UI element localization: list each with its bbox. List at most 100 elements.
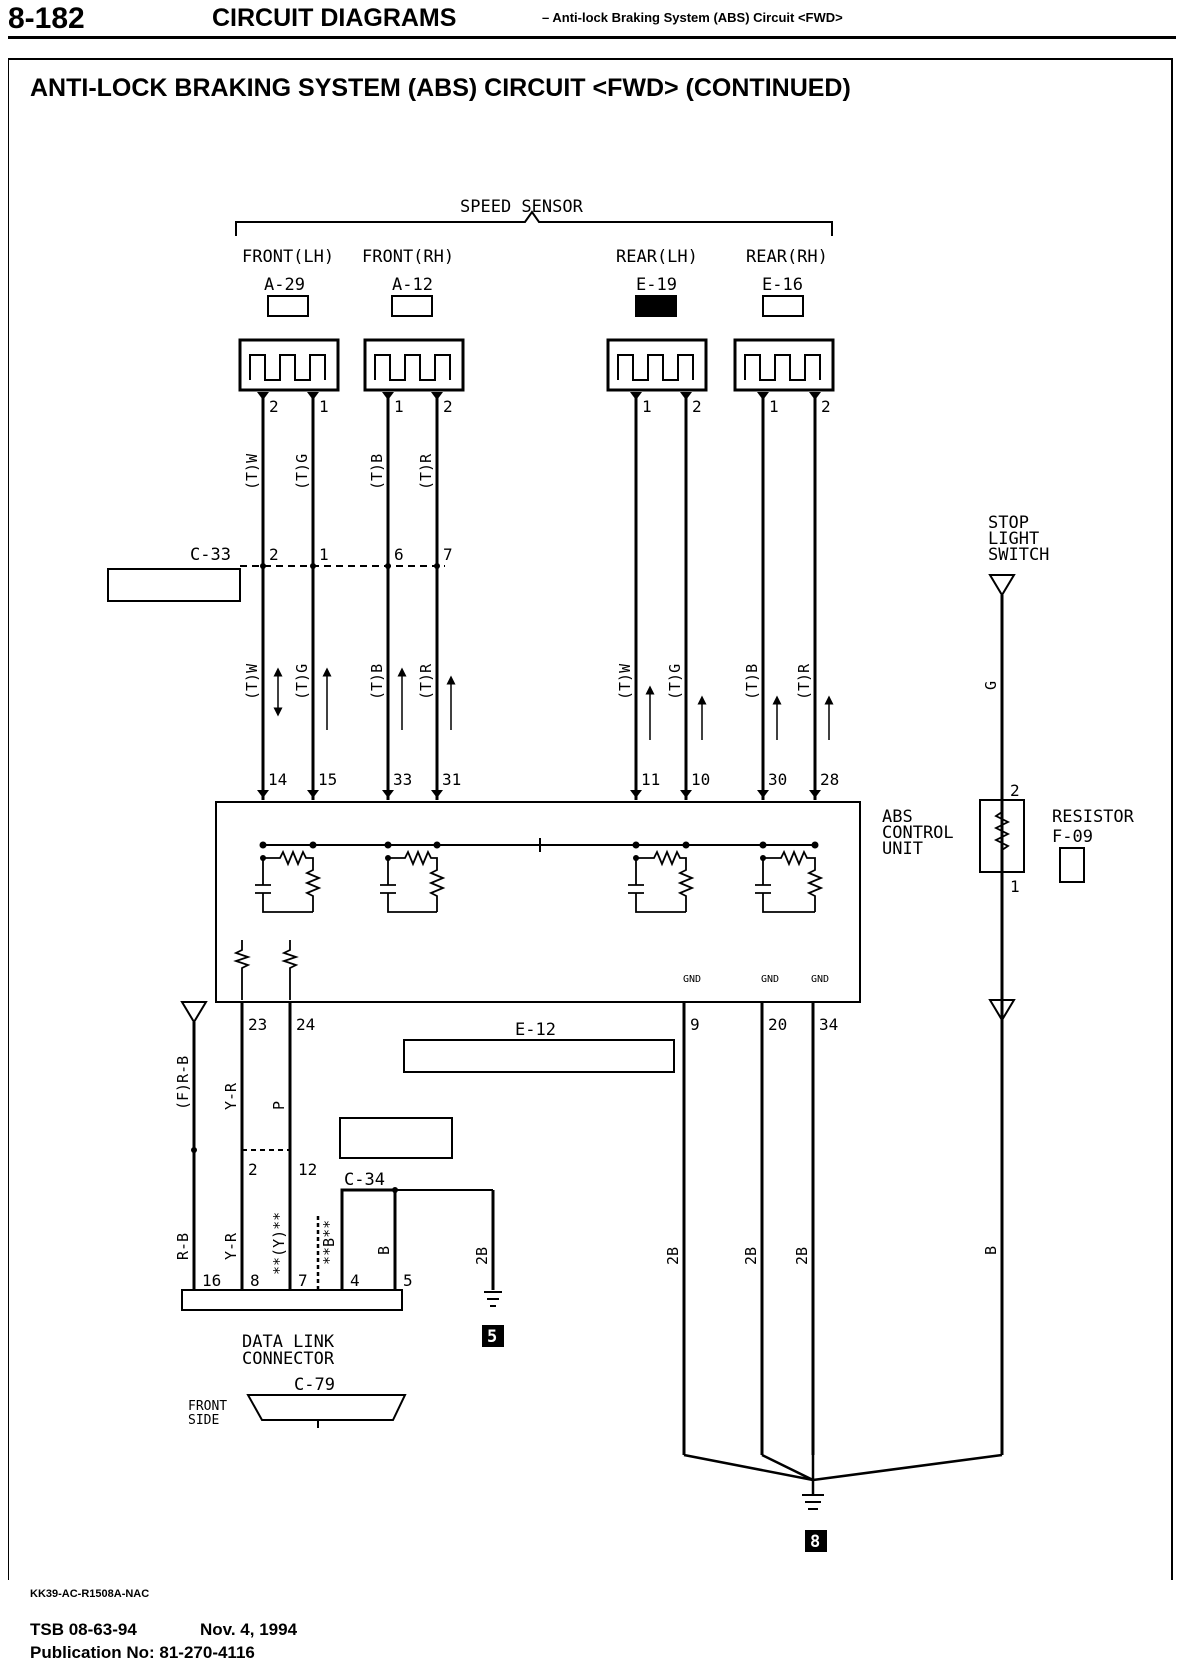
wire-color-label: Y-R — [222, 1232, 240, 1260]
wire-color-label: (T)G — [293, 664, 311, 700]
wire-color-label: (T)W — [243, 453, 261, 490]
wire-color-label: 2B — [793, 1247, 811, 1265]
sensor-position-label: REAR(RH) — [746, 247, 828, 267]
ecu-pin-label: 28 — [820, 770, 839, 789]
data-link-connector — [181, 1289, 403, 1311]
sensor-pin-label: 2 — [269, 397, 279, 416]
sensor-connector-label: A-12 — [392, 275, 433, 295]
internal-circuit — [233, 849, 824, 1000]
dlc-pin-label: 4 — [350, 1271, 360, 1290]
wire-color-label: (T)R — [795, 663, 813, 700]
dlc-pin-label: 16 — [202, 1271, 221, 1290]
c33-pin-label: 2 — [269, 545, 279, 564]
sensor-pin-label: 1 — [319, 397, 329, 416]
stop-light-label: STOP — [988, 513, 1029, 533]
ecu-pin-label: 31 — [442, 770, 461, 789]
wire-color-label: **(Y)** — [270, 1212, 288, 1275]
abs-control-unit — [215, 801, 861, 1003]
sensor-rear-lh — [606, 338, 708, 392]
resistor-label: RESISTOR — [1052, 807, 1135, 827]
ecu-pin-label: 20 — [768, 1015, 787, 1034]
ecu-pin-label: 24 — [296, 1015, 315, 1034]
wire-color-label: (T)G — [293, 454, 311, 490]
gnd-label: GND — [761, 974, 779, 985]
wire-color-label: (T)G — [666, 664, 684, 700]
circuit-diagram: SPEED SENSOR FRONT(LH) FRONT(RH) REAR(LH… — [107, 197, 1135, 1552]
gnd-label: GND — [811, 974, 829, 985]
speed-sensor-bracket — [235, 210, 833, 236]
c33-pin-label: 1 — [319, 545, 329, 564]
abs-unit-label: UNIT — [882, 839, 923, 859]
wire-color-label: (T)R — [417, 663, 435, 700]
connector-icon — [107, 295, 1085, 1552]
sensor-rear-rh — [733, 338, 835, 392]
dlc-pin-label: 8 — [250, 1271, 260, 1290]
pulse-icon — [617, 354, 694, 381]
wire-color-label: Y-R — [222, 1082, 240, 1110]
ecu-pin-label: 23 — [248, 1015, 267, 1034]
tsb-number: TSB 08-63-94 — [30, 1620, 137, 1639]
sensor-pin-label: 1 — [394, 397, 404, 416]
sensor-pin-label: 1 — [769, 397, 779, 416]
c34-pin-label: 12 — [298, 1160, 317, 1179]
wire-color-label: (T)W — [243, 663, 261, 700]
sensor-connector-label: E-16 — [762, 275, 803, 295]
header-rule — [8, 36, 1176, 39]
pulse-icon — [374, 354, 451, 381]
diagram-title: ANTI-LOCK BRAKING SYSTEM (ABS) CIRCUIT <… — [30, 74, 851, 102]
sensor-position-label: FRONT(RH) — [362, 247, 454, 267]
section-subtitle: – Anti-lock Braking System (ABS) Circuit… — [542, 10, 843, 25]
ecu-pin-label: 15 — [318, 770, 337, 789]
sensor-front-rh — [363, 338, 465, 392]
abs-unit-label: ABS — [882, 807, 913, 827]
wire-color-label: G — [982, 681, 1000, 690]
sensor-position-label: REAR(LH) — [616, 247, 698, 267]
ecu-pin-label: 9 — [690, 1015, 700, 1034]
e12-label: E-12 — [515, 1020, 556, 1040]
c33-label: C-33 — [190, 545, 231, 565]
resistor-pin-label: 1 — [1010, 877, 1020, 896]
front-side-label: SIDE — [188, 1413, 219, 1428]
pulse-icon — [249, 354, 326, 381]
dlc-pin-label: 7 — [298, 1271, 308, 1290]
resistor-pin-label: 2 — [1010, 781, 1020, 800]
wire-color-label: R-B — [174, 1233, 192, 1260]
section-title: CIRCUIT DIAGRAMS — [212, 4, 457, 32]
sensor-pin-label: 2 — [443, 397, 453, 416]
c79-connector-face — [246, 1394, 407, 1421]
data-link-label: CONNECTOR — [242, 1349, 335, 1369]
wire-color-label: (T)B — [368, 454, 386, 490]
sensor-pin-label: 1 — [642, 397, 652, 416]
stop-light-label: SWITCH — [988, 545, 1049, 565]
wire-color-label: 2B — [742, 1247, 760, 1265]
sensor-connector-label: E-19 — [636, 275, 677, 295]
wire-color-label: (F)R-B — [174, 1056, 192, 1110]
wire-color-label: (T)R — [417, 453, 435, 490]
stop-light-label: LIGHT — [988, 529, 1039, 549]
wire-color-label: 2B — [664, 1247, 682, 1265]
sensor-connector-label: A-29 — [264, 275, 305, 295]
data-link-label: DATA LINK — [242, 1332, 335, 1352]
tsb-date: Nov. 4, 1994 — [200, 1620, 298, 1639]
ecu-pin-label: 11 — [641, 770, 660, 789]
ground-point-label: 8 — [810, 1532, 820, 1552]
page-number: 8-182 — [8, 2, 85, 35]
doc-code: KK39-AC-R1508A-NAC — [30, 1588, 150, 1600]
wire-color-label: B — [375, 1246, 393, 1255]
wire-color-label: **B** — [320, 1220, 338, 1265]
abs-unit-label: CONTROL — [882, 823, 954, 843]
c34-label: C-34 — [344, 1170, 385, 1190]
sensor-pin-label: 2 — [692, 397, 702, 416]
wire-color-label: B — [982, 1246, 1000, 1255]
c33-pin-label: 7 — [443, 545, 453, 564]
wire-color-label: (T)W — [616, 663, 634, 700]
sensor-pin-label: 2 — [821, 397, 831, 416]
front-side-label: FRONT — [188, 1399, 227, 1414]
speed-sensor-label: SPEED SENSOR — [460, 197, 584, 217]
wire-color-label: 2B — [473, 1247, 491, 1265]
sensor-front-lh — [238, 338, 340, 392]
gnd-label: GND — [683, 974, 701, 985]
ecu-pin-label: 10 — [691, 770, 710, 789]
c33-pin-label: 6 — [394, 545, 404, 564]
ecu-pin-label: 34 — [819, 1015, 838, 1034]
